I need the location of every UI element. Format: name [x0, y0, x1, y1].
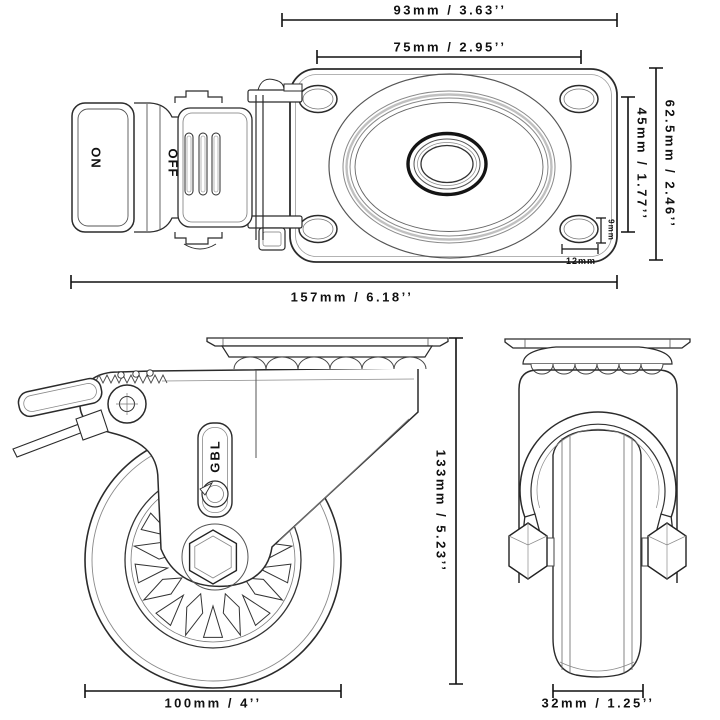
- grip-ribs: [184, 132, 221, 196]
- dim-line-overall-height: [449, 337, 463, 685]
- dimension-overall-height: 133mm / 5.23’’: [433, 449, 449, 573]
- bolt-holes: [298, 84, 599, 244]
- swivel-plate-front: [504, 338, 691, 349]
- caster-side-view: [12, 337, 449, 689]
- dimension-bolt-spacing-depth: 45mm / 1.77’’: [634, 107, 650, 221]
- dimension-bolt-spacing-width: 75mm / 2.95’’: [393, 39, 507, 55]
- dim-line-bolt-spacing-depth: [621, 96, 635, 233]
- dim-line-total-length: [70, 275, 618, 289]
- dim-line-overall-width: [281, 13, 618, 27]
- fork-body-front: [518, 369, 678, 583]
- dimension-bolt-hole-width: 12mm: [565, 256, 597, 266]
- ball-bearing-race-front: [530, 363, 664, 375]
- dimension-overall-depth: 62.5mm / 2.46’’: [662, 99, 678, 229]
- axle-hex-nut: [188, 529, 238, 585]
- mounting-plate-top-view: [289, 68, 618, 263]
- dimension-bolt-hole-height: 9mm: [606, 219, 616, 241]
- dim-line-wheel-width: [552, 684, 644, 698]
- brand-badge: [197, 422, 233, 518]
- brake-lever-side-view: [71, 78, 303, 251]
- dim-line-hole-width: [561, 244, 599, 254]
- dimension-wheel-diameter: 100mm / 4’’: [164, 695, 262, 711]
- dim-line-overall-depth: [649, 67, 663, 261]
- brake-on-marking: ON: [88, 147, 104, 169]
- brand-logo-text: GBL: [207, 439, 223, 473]
- dimension-lines-bottom: [84, 337, 644, 698]
- dim-line-bolt-spacing-width: [316, 50, 582, 64]
- dim-line-wheel-diameter: [84, 684, 342, 698]
- swivel-plate-side: [206, 337, 449, 347]
- brake-handle: [17, 377, 103, 418]
- ball-bearing-race: [233, 356, 427, 370]
- dimension-overall-width: 93mm / 3.63’’: [393, 2, 507, 18]
- dimension-lines-top: [70, 13, 663, 289]
- dimension-wheel-width: 32mm / 1.25’’: [541, 695, 655, 711]
- dimension-total-length: 157mm / 6.18’’: [290, 289, 414, 305]
- wheel-front: [552, 429, 642, 678]
- caster-front-view: [504, 338, 691, 678]
- dim-line-hole-height: [596, 217, 606, 244]
- brake-off-marking: OFF: [165, 148, 181, 178]
